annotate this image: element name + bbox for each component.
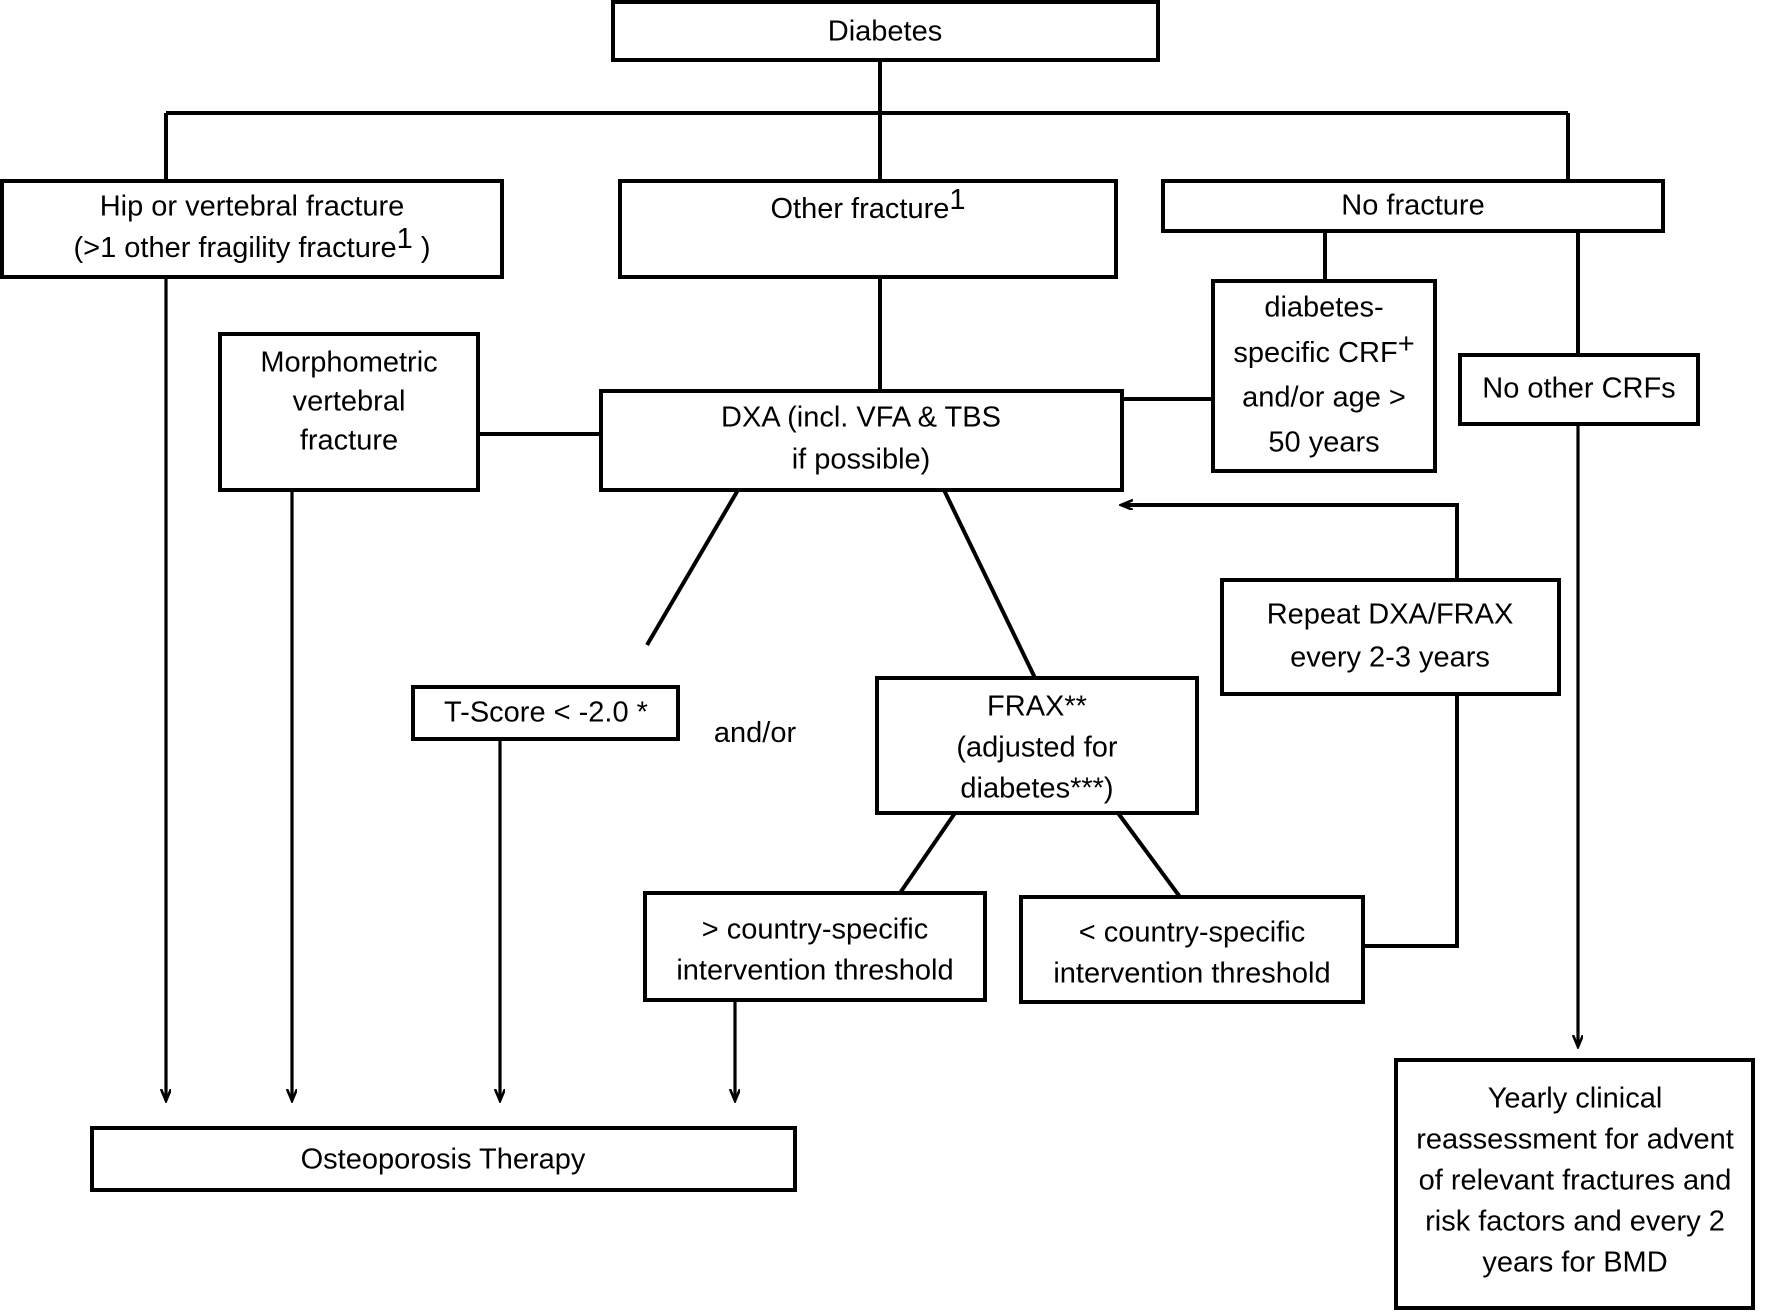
node-crf-line1-real: diabetes-	[1264, 292, 1383, 324]
node-repeat-dxa-frax[interactable]: Repeat DXA/FRAX every 2-3 years	[1220, 578, 1561, 696]
node-frax[interactable]: FRAX** (adjusted for diabetes***)	[875, 676, 1199, 815]
node-frax-line3: diabetes***)	[960, 773, 1113, 805]
label-and-or: and/or	[714, 717, 797, 749]
node-osteoporosis-therapy[interactable]: Osteoporosis Therapy	[90, 1126, 797, 1192]
edge-frax-to-below	[1116, 811, 1182, 899]
node-yearly-line1: Yearly clinical	[1488, 1083, 1663, 1115]
node-crf-line3: and/or age >	[1242, 382, 1406, 414]
node-other-fracture-label: Other fracture1	[770, 184, 965, 225]
node-dxa-line1: DXA (incl. VFA & TBS	[721, 402, 1001, 434]
edge-dxa-to-frax	[942, 489, 1038, 681]
node-dxa-line2: if possible)	[792, 444, 931, 476]
node-tscore-label: T-Score < -2.0 *	[444, 697, 648, 729]
node-below-line2: intervention threshold	[1053, 958, 1330, 990]
node-yearly-line2: reassessment for advent	[1416, 1124, 1734, 1156]
node-no-other-crfs[interactable]: No other CRFs	[1458, 353, 1700, 426]
node-therapy-label: Osteoporosis Therapy	[301, 1144, 586, 1176]
node-repeat-line2: every 2-3 years	[1290, 642, 1490, 674]
edge-repeat-to-dxa	[1122, 505, 1459, 597]
node-crf-line2-superscript: +	[1398, 328, 1415, 360]
node-yearly-line3: of relevant fractures and	[1419, 1165, 1732, 1197]
node-crf-line2-text: specific CRF	[1233, 337, 1397, 369]
node-yearly-reassessment[interactable]: Yearly clinical reassessment for advent …	[1394, 1058, 1755, 1310]
node-no-other-crfs-label: No other CRFs	[1482, 373, 1675, 405]
node-morphometric-line1: Morphometric	[260, 347, 437, 379]
node-below-line1: < country-specific	[1079, 917, 1305, 949]
node-other-fracture[interactable]: Other fracture1	[618, 179, 1118, 279]
node-tscore[interactable]: T-Score < -2.0 *	[411, 685, 680, 741]
node-frax-line1: FRAX**	[987, 691, 1087, 723]
node-frax-line2: (adjusted for	[956, 732, 1118, 764]
node-hip-line2-superscript: 1	[397, 223, 413, 255]
node-crf-line2: specific CRF+	[1233, 328, 1414, 369]
node-no-fracture-label: No fracture	[1341, 190, 1484, 222]
edge-frax-to-above	[898, 811, 957, 895]
edge-below-to-repeat	[1363, 694, 1459, 948]
node-hip-line1: Hip or vertebral fracture	[100, 191, 405, 223]
node-above-intervention-threshold[interactable]: > country-specific intervention threshol…	[643, 891, 987, 1002]
node-above-line2: intervention threshold	[676, 955, 953, 987]
node-diabetes[interactable]: Diabetes	[611, 0, 1160, 62]
node-morphometric-line2: vertebral	[293, 386, 406, 418]
node-diabetes-specific-crf[interactable]: diabetes- specific CRF+ and/or age > 50 …	[1211, 279, 1437, 473]
node-above-line1: > country-specific	[702, 914, 928, 946]
node-crf-line4: 50 years	[1268, 427, 1379, 459]
node-hip-or-vertebral-fracture[interactable]: Hip or vertebral fracture (>1 other frag…	[0, 179, 504, 279]
edge-dxa-to-tscore	[645, 488, 740, 647]
node-other-fracture-superscript: 1	[949, 184, 965, 216]
node-no-fracture[interactable]: No fracture	[1161, 179, 1665, 233]
node-hip-line2-text: (>1 other fragility fracture	[73, 232, 396, 264]
node-repeat-line1: Repeat DXA/FRAX	[1267, 599, 1514, 631]
node-yearly-line4: risk factors and every 2	[1425, 1206, 1725, 1238]
node-below-intervention-threshold[interactable]: < country-specific intervention threshol…	[1019, 895, 1365, 1004]
node-morphometric-vertebral-fracture[interactable]: Morphometric vertebral fracture	[218, 332, 480, 492]
node-diabetes-label: Diabetes	[828, 16, 942, 48]
node-hip-line2-tail: )	[413, 232, 431, 264]
node-morphometric-line3: fracture	[300, 425, 398, 457]
node-dxa[interactable]: DXA (incl. VFA & TBS if possible)	[599, 389, 1124, 492]
node-hip-line2: (>1 other fragility fracture1 )	[73, 223, 430, 264]
node-other-fracture-text: Other fracture	[770, 193, 949, 225]
node-yearly-line5: years for BMD	[1482, 1247, 1667, 1279]
